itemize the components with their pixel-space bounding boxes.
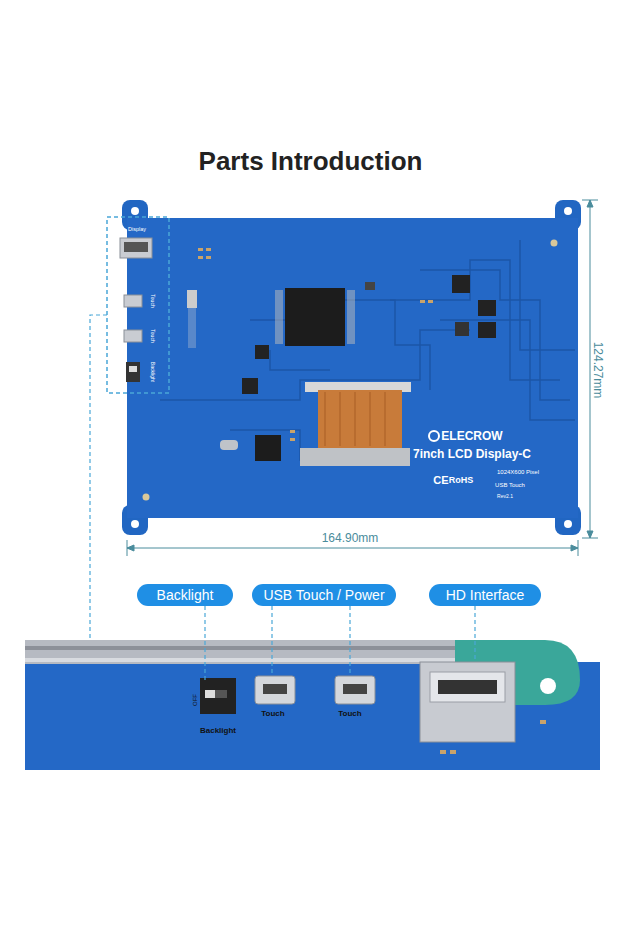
- callout-pill: USB Touch / Power: [252, 584, 396, 606]
- callout-pill: HD Interface: [429, 584, 541, 606]
- silkscreen-label: Backlight: [150, 362, 155, 382]
- product-name: 7inch LCD Display-C: [413, 448, 531, 460]
- callout-text: HD Interface: [446, 587, 525, 603]
- silkscreen-label: Touch: [150, 294, 155, 307]
- page-title: Parts Introduction: [0, 146, 621, 177]
- brand-logo: ELECROW: [441, 430, 502, 442]
- silkscreen-label: Touch: [150, 329, 155, 342]
- cert-mark: CE: [433, 475, 448, 486]
- cert-mark: RoHS: [449, 476, 474, 485]
- callout-text: USB Touch / Power: [263, 587, 384, 603]
- spec-text: Rev2.1: [497, 494, 513, 499]
- spec-text: USB Touch: [495, 482, 525, 488]
- dimension-label: 124.27mm: [592, 342, 604, 399]
- silkscreen-label: Touch: [261, 710, 284, 718]
- silkscreen-label: OFF: [192, 694, 198, 706]
- silkscreen-label: Backlight: [200, 727, 236, 735]
- silkscreen-label: Touch: [338, 710, 361, 718]
- silkscreen-label: Display: [128, 227, 146, 233]
- callout-text: Backlight: [157, 587, 214, 603]
- spec-text: 1024X600 Pixel: [497, 469, 539, 475]
- dimension-label: 164.90mm: [322, 532, 379, 544]
- callout-pill: Backlight: [137, 584, 233, 606]
